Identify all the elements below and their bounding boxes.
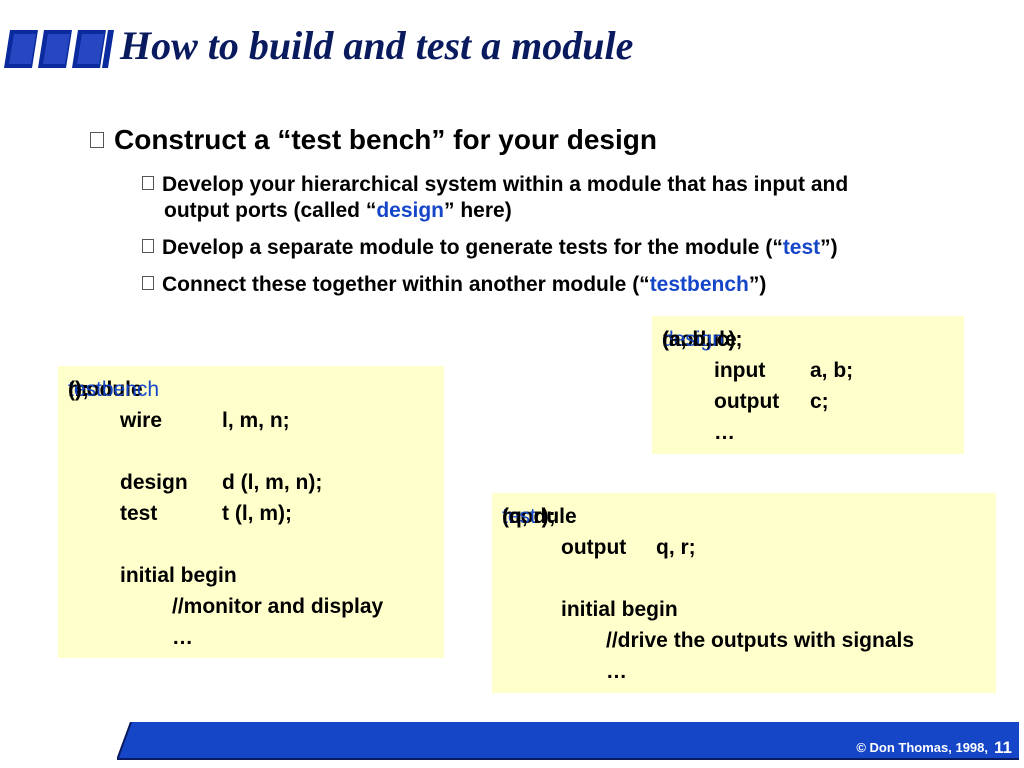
- code-text: t (l, m);: [222, 502, 292, 525]
- code-line: initial begin: [68, 560, 434, 591]
- code-line: test t (l, m);: [68, 498, 434, 529]
- code-text: initial begin: [561, 598, 678, 621]
- code-keyword: test: [120, 502, 158, 525]
- code-text: c;: [810, 390, 829, 413]
- code-comment: //monitor and display: [172, 595, 384, 618]
- code-text: …: [714, 421, 735, 444]
- code-line: …: [502, 656, 986, 687]
- bullet-box-icon: [142, 276, 154, 290]
- sub-bullet-1-post: ” here): [444, 199, 512, 222]
- testbench-code-box: module testbench (); wire l, m, n; design…: [58, 366, 444, 658]
- code-line-blank: [68, 529, 434, 560]
- code-line: initial begin: [502, 594, 986, 625]
- code-keyword: module: [502, 505, 577, 528]
- sub-bullet-3-post: ”): [748, 273, 767, 296]
- code-keyword: design: [120, 471, 188, 494]
- code-comment: //drive the outputs with signals: [606, 629, 915, 652]
- code-line: design d (l, m, n);: [68, 467, 434, 498]
- code-line: //monitor and display: [68, 591, 434, 622]
- test-code-box: module test (q, r); output q, r; initial …: [492, 493, 996, 693]
- main-bullet: Construct a “test bench” for your design: [90, 124, 657, 156]
- sub-bullet-3-pre: Connect these together within another mo…: [162, 273, 650, 296]
- sub-bullet-2-post: ”): [820, 236, 838, 259]
- module-name-design: design: [662, 328, 724, 351]
- sub-bullet-1-line2-pre: output ports (called “: [164, 199, 377, 222]
- module-name-test: test: [502, 505, 536, 528]
- code-text: (q, r);: [502, 505, 556, 528]
- main-bullet-text: Construct a “test bench” for your design: [114, 124, 657, 155]
- page-title: How to build and test a module: [120, 23, 634, 68]
- code-keyword: module: [68, 378, 143, 401]
- code-line: output c;: [662, 386, 954, 417]
- footer-copyright: © Don Thomas, 1998,: [856, 740, 988, 755]
- code-text: a, b;: [810, 359, 854, 382]
- code-line: module testbench ();: [68, 374, 434, 405]
- code-keyword: wire: [120, 409, 163, 432]
- code-text: initial begin: [120, 564, 237, 587]
- sub-bullet-3: Connect these together within another mo…: [142, 272, 766, 298]
- sub-bullet-2-pre: Develop a separate module to generate te…: [162, 236, 783, 259]
- code-line: module design (a, b, c);: [662, 324, 954, 355]
- code-keyword: output: [714, 390, 780, 413]
- bullet-box-icon: [142, 176, 154, 190]
- design-code-box: module design (a, b, c); input a, b; outp…: [652, 316, 964, 454]
- code-text: l, m, n;: [222, 409, 290, 432]
- code-line: input a, b;: [662, 355, 954, 386]
- code-text: q, r;: [656, 536, 696, 559]
- code-line-blank: [68, 436, 434, 467]
- page-number: 11: [994, 738, 1012, 757]
- code-line: output q, r;: [502, 532, 986, 563]
- code-keyword: input: [714, 359, 766, 382]
- sub-bullet-2-highlight: test: [782, 236, 821, 259]
- bullet-box-icon: [142, 239, 154, 253]
- bullet-box-icon: [90, 132, 104, 148]
- code-line: …: [662, 417, 954, 448]
- code-text: …: [172, 626, 193, 649]
- sub-bullet-1: Develop your hierarchical system within …: [142, 172, 848, 224]
- sub-bullet-2: Develop a separate module to generate te…: [142, 235, 838, 261]
- code-line: wire l, m, n;: [68, 405, 434, 436]
- code-line-blank: [502, 563, 986, 594]
- code-text: …: [606, 660, 627, 683]
- code-line: module test (q, r);: [502, 501, 986, 532]
- code-keyword: output: [561, 536, 627, 559]
- code-line: //drive the outputs with signals: [502, 625, 986, 656]
- sub-bullet-1-line1: Develop your hierarchical system within …: [162, 173, 849, 196]
- code-text: d (l, m, n);: [222, 471, 323, 494]
- footer-bar: [117, 722, 1019, 760]
- code-text: ();: [68, 378, 89, 401]
- code-line: …: [68, 622, 434, 653]
- module-name-testbench: testbench: [68, 378, 160, 401]
- code-text: (a, b, c);: [662, 328, 743, 351]
- code-keyword: module: [662, 328, 737, 351]
- sub-bullet-1-highlight: design: [376, 199, 445, 222]
- logo-bars-icon: [4, 30, 114, 68]
- sub-bullet-3-highlight: testbench: [649, 273, 749, 296]
